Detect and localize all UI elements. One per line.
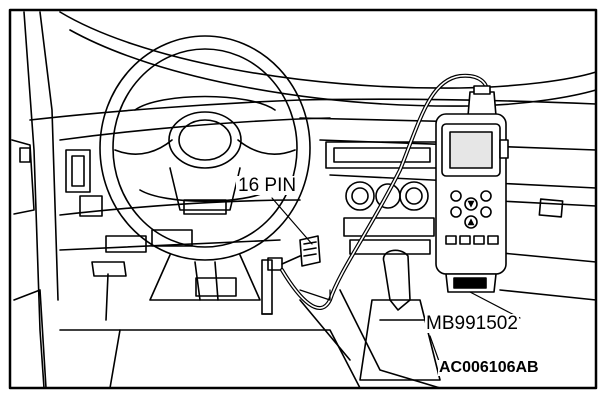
diagnostic-connector [267, 235, 321, 271]
floor-lines [59, 289, 441, 389]
windshield-lines [23, 11, 597, 389]
pedals [195, 259, 273, 315]
code-leader-line [429, 335, 441, 365]
dashboard [29, 98, 597, 301]
scan-tool [435, 85, 509, 293]
steering-wheel [99, 35, 311, 261]
center-console [325, 141, 439, 255]
left-door [11, 139, 47, 389]
left-dash-controls [65, 149, 193, 321]
connector-leader-line [271, 197, 313, 245]
gear-shifter [359, 249, 441, 381]
tool-leader-line [469, 291, 521, 319]
tool-cable [280, 73, 489, 310]
steering-column [149, 254, 261, 301]
figure-frame [8, 8, 598, 390]
tool-part-number: MB991502 [425, 313, 519, 334]
connector-label: 16 PIN [236, 175, 299, 196]
figure-code: AC006106AB [438, 359, 540, 376]
